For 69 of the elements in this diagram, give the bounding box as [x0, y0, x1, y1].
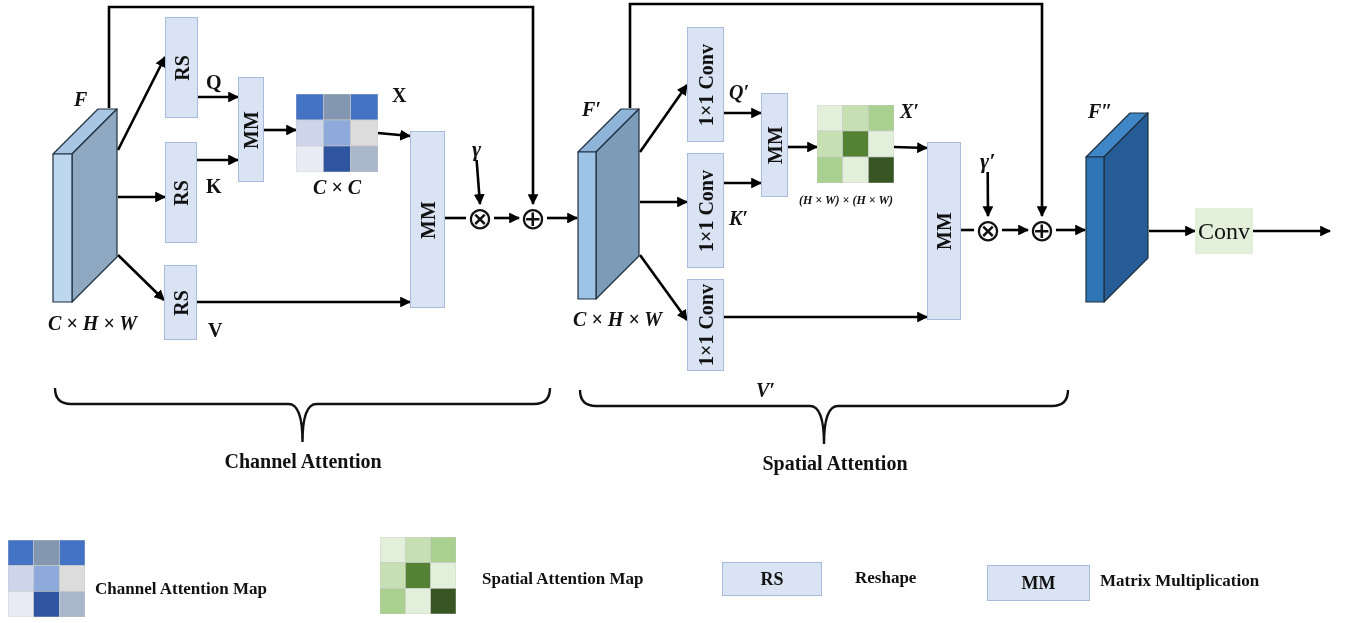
box-label: RS: [171, 179, 191, 206]
arrow: [377, 129, 412, 141]
feature-label: F′: [582, 98, 601, 120]
arrow: [118, 191, 167, 203]
branch-label: K′: [729, 207, 748, 229]
arrow: [1149, 225, 1197, 237]
arrow: [547, 212, 579, 224]
box-label: RS: [171, 54, 192, 81]
arrow: [117, 254, 165, 301]
legend-label: Channel Attention Map: [95, 580, 267, 599]
arrow: [1056, 224, 1087, 236]
arrow: [1253, 225, 1332, 237]
arrow: [724, 311, 929, 323]
matrix-multiplication-box: [927, 142, 961, 320]
legend-label: Matrix Multiplication: [1100, 572, 1260, 591]
dimension-label: C × H × W: [573, 308, 663, 330]
operator-symbol: ⊕: [1028, 216, 1056, 244]
box-label: 1×1 Conv: [695, 43, 716, 126]
branch-label: K: [206, 175, 222, 197]
section-label: Spatial Attention: [762, 452, 908, 474]
arrow: [638, 254, 689, 321]
arrow: [788, 141, 819, 153]
arrow: [1002, 224, 1030, 236]
arrow: [893, 142, 929, 154]
feature-label: F″: [1088, 100, 1113, 122]
box-label: MM: [241, 110, 261, 149]
box-label: RS: [170, 289, 191, 316]
arrow: [473, 159, 485, 206]
parameter-label: γ: [472, 138, 482, 160]
arrow: [724, 177, 763, 189]
dimension-label: C × C: [313, 176, 362, 198]
box-label: MM: [417, 200, 438, 239]
arrow: [197, 296, 412, 308]
arrow: [198, 91, 240, 103]
dimension-label: C × H × W: [48, 312, 138, 334]
operator-symbol: ⊗: [466, 204, 494, 232]
arrow: [724, 107, 763, 119]
arrow: [628, 2, 1048, 218]
map-label: X: [392, 84, 407, 106]
box-label: 1×1 Conv: [695, 169, 716, 252]
connector-line: [445, 216, 466, 220]
legend-swatch: MM: [987, 565, 1090, 601]
arrow: [197, 154, 240, 166]
matrix-multiplication-box: [410, 131, 445, 308]
convolution-box: Conv: [1195, 208, 1253, 254]
operator-symbol: ⊗: [974, 216, 1002, 244]
map-label: X′: [900, 100, 919, 122]
feature-label: F: [74, 88, 88, 110]
arrow: [264, 124, 298, 136]
arrow: [640, 196, 689, 208]
branch-label: Q′: [729, 81, 750, 103]
box-label: MM: [764, 126, 785, 164]
branch-label: V: [208, 319, 223, 341]
arrow: [982, 172, 994, 218]
legend-label: Spatial Attention Map: [482, 570, 644, 589]
legend-label: Reshape: [855, 569, 917, 588]
arrow: [494, 212, 521, 224]
box-label: MM: [934, 212, 954, 250]
dimension-label: (H × W) × (H × W): [799, 194, 894, 208]
branch-label: V′: [756, 379, 775, 401]
section-label: Channel Attention: [224, 450, 382, 472]
box-label: 1×1 Conv: [695, 284, 716, 366]
matrix-multiplication-box: [761, 93, 788, 197]
arrow: [107, 5, 539, 206]
operator-symbol: ⊕: [519, 204, 547, 232]
matrix-multiplication-box: [238, 77, 264, 182]
branch-label: Q: [206, 71, 222, 93]
parameter-label: γ′: [980, 150, 996, 172]
legend-swatch: RS: [722, 562, 822, 596]
